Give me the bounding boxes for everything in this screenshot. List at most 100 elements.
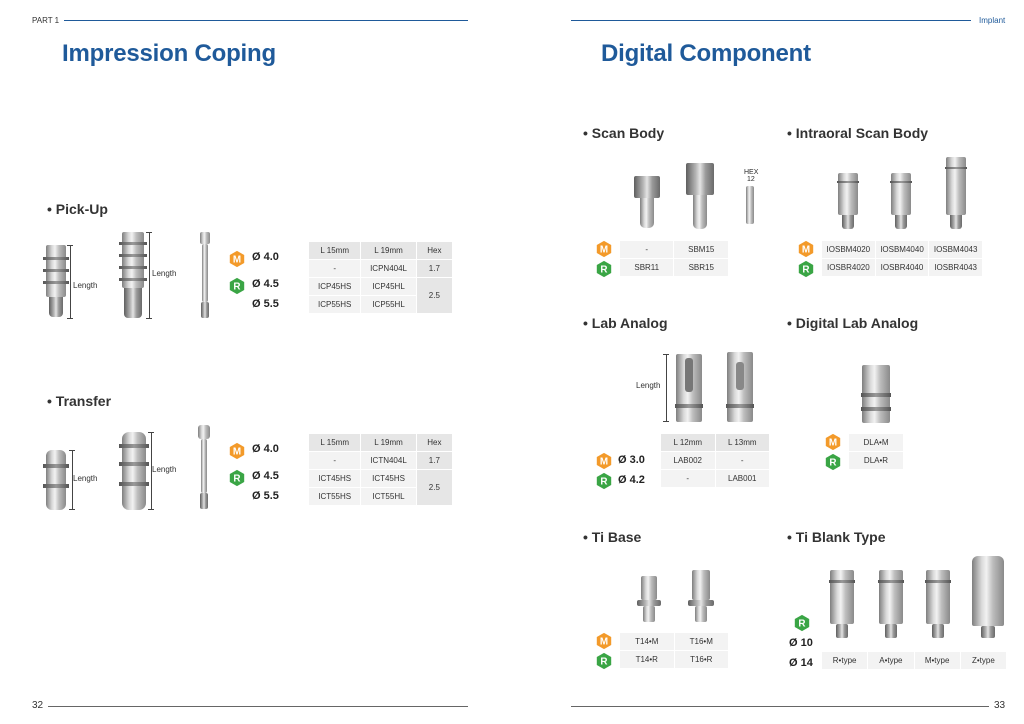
transfer-spec-table: L 15mm L 19mm Hex - ICTN404L 1.7 ICT45HS…	[307, 433, 454, 506]
length-indicator-line	[149, 232, 150, 319]
pickup-spec-table: L 15mm L 19mm Hex - ICPN404L 1.7 ICP45HS…	[307, 241, 454, 314]
table-cell: A•type	[867, 651, 915, 670]
table-header: L 15mm	[307, 433, 362, 452]
lab-analog-long-image	[726, 352, 754, 422]
table-cell: -	[714, 451, 770, 470]
digital-lab-analog-image	[861, 365, 891, 423]
table-cell: DLA•R	[848, 451, 904, 470]
svg-text:R: R	[233, 282, 240, 293]
diameter-label: Ø 5.5	[252, 298, 279, 310]
table-cell: ICTN404L	[360, 451, 417, 470]
table-cell: 2.5	[415, 277, 454, 314]
section-title-lab-analog: • Lab Analog	[583, 315, 668, 331]
transfer-screw-image	[197, 425, 211, 509]
footer-rule-left	[48, 706, 468, 707]
diameter-label: Ø 14	[789, 657, 813, 669]
part-label: PART 1	[32, 16, 60, 25]
table-cell: T16•R	[673, 650, 729, 669]
badge-r-icon: R	[595, 472, 613, 490]
badge-m-icon: M	[797, 240, 815, 258]
table-cell: 2.5	[415, 469, 454, 506]
table-cell: 1.7	[415, 451, 454, 470]
scan-body-long-image	[686, 163, 714, 231]
transfer-coping-short-image	[43, 450, 69, 510]
table-cell: ICT45HS	[307, 469, 362, 488]
pickup-screw-image	[199, 232, 211, 320]
table-cell: SBR15	[673, 258, 729, 277]
table-cell: ICT55HL	[360, 487, 417, 506]
diameter-label: Ø 10	[789, 637, 813, 649]
diameter-label: Ø 4.0	[252, 251, 279, 263]
page-number-right: 33	[994, 700, 1006, 711]
length-indicator-line	[666, 354, 667, 422]
diameter-label: Ø 4.5	[252, 278, 279, 290]
length-indicator-line	[72, 450, 73, 510]
badge-r-icon: R	[228, 277, 246, 295]
scan-body-short-image	[634, 176, 660, 230]
diameter-label: Ø 4.0	[252, 443, 279, 455]
table-header: L 15mm	[307, 241, 362, 260]
footer-rule-right	[571, 706, 989, 707]
ti-base-short-image	[637, 576, 661, 622]
section-title-scan-body: • Scan Body	[583, 125, 665, 141]
section-title-ti-blank-type: • Ti Blank Type	[787, 529, 886, 545]
length-label: Length	[152, 465, 177, 474]
table-cell: IOSBM4040	[874, 240, 930, 259]
table-cell: T14•M	[619, 632, 675, 651]
svg-text:R: R	[600, 657, 607, 668]
badge-r-icon: R	[797, 260, 815, 278]
badge-m-icon: M	[824, 433, 842, 451]
page-title-digital-component: Digital Component	[601, 40, 811, 67]
table-header: Hex	[415, 241, 454, 260]
svg-text:R: R	[802, 265, 809, 276]
table-cell: ICP55HS	[307, 295, 362, 314]
svg-text:R: R	[829, 458, 836, 469]
ti-blank-z-type-image	[972, 556, 1004, 640]
length-label: Length	[636, 381, 661, 390]
section-title-intraoral-scan-body: • Intraoral Scan Body	[787, 125, 929, 141]
length-label: Length	[152, 269, 177, 278]
page-number-left: 32	[32, 700, 44, 711]
svg-text:R: R	[233, 474, 240, 485]
badge-m-icon: M	[228, 442, 246, 460]
table-cell: ICP45HS	[307, 277, 362, 296]
table-cell: IOSBR4043	[928, 258, 983, 277]
svg-text:M: M	[600, 637, 608, 648]
table-cell: Z•type	[959, 651, 1008, 670]
table-cell: ICT55HS	[307, 487, 362, 506]
badge-m-icon: M	[595, 632, 613, 650]
section-title-pickup: • Pick-Up	[47, 201, 108, 217]
header-rule-left	[64, 20, 468, 21]
digital-lab-analog-table: DLA•M DLA•R	[848, 433, 904, 470]
section-title-digital-lab-analog: • Digital Lab Analog	[787, 315, 919, 331]
svg-text:M: M	[233, 255, 241, 266]
table-cell: -	[618, 240, 675, 259]
diameter-label: Ø 3.0	[618, 454, 645, 466]
badge-r-icon: R	[824, 453, 842, 471]
hex-label: HEX	[744, 169, 759, 176]
table-cell: -	[307, 451, 362, 470]
length-label: Length	[73, 281, 98, 290]
svg-text:M: M	[600, 245, 608, 256]
svg-text:R: R	[600, 265, 607, 276]
intraoral-scan-body-image	[945, 157, 967, 231]
diameter-label: Ø 5.5	[252, 490, 279, 502]
svg-text:R: R	[600, 477, 607, 488]
length-label: Length	[73, 474, 98, 483]
svg-text:M: M	[802, 245, 810, 256]
length-indicator-line	[151, 432, 152, 510]
intraoral-scan-body-image	[837, 173, 859, 231]
table-cell: ICPN404L	[360, 259, 417, 278]
length-indicator-line	[70, 245, 71, 319]
table-header: L 19mm	[360, 241, 417, 260]
table-cell: IOSBR4040	[874, 258, 930, 277]
section-title-transfer: • Transfer	[47, 393, 112, 409]
table-cell: -	[660, 469, 716, 488]
intraoral-scan-body-image	[890, 173, 912, 231]
table-cell: T16•M	[673, 632, 729, 651]
lab-analog-short-image	[675, 354, 703, 422]
ti-blank-a-type-image	[878, 570, 904, 640]
